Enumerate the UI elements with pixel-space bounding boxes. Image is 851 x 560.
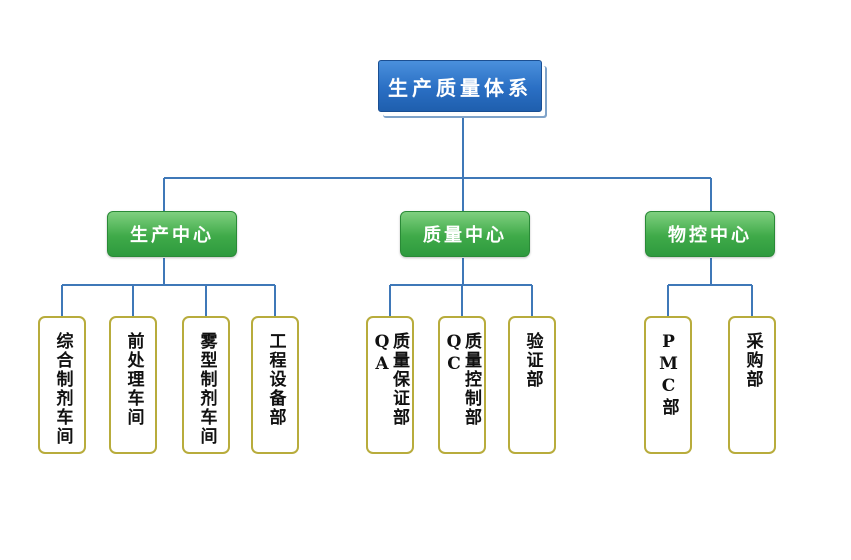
center-label: 生产中心 <box>130 225 214 246</box>
root-label: 生产质量体系 <box>388 75 532 100</box>
dept-label: 质量控制部QC <box>444 332 481 427</box>
dept-box: 质量控制部QC <box>438 316 486 454</box>
center-node-quality: 质量中心 <box>400 211 530 257</box>
dept-box: 综合制剂车间 <box>38 316 86 454</box>
dept-label: 采购部 <box>742 332 763 389</box>
center-label: 质量中心 <box>423 225 507 246</box>
dept-label: PMC部 <box>658 332 679 417</box>
dept-box: 雾型制剂车间 <box>182 316 230 454</box>
dept-label: 雾型制剂车间 <box>196 332 217 446</box>
dept-box: 前处理车间 <box>109 316 157 454</box>
dept-label: 验证部 <box>522 332 543 389</box>
dept-label: 质量保证部QA <box>372 332 409 427</box>
center-node-production: 生产中心 <box>107 211 237 257</box>
dept-box: 采购部 <box>728 316 776 454</box>
root-node: 生产质量体系 <box>378 60 542 112</box>
dept-box: 质量保证部QA <box>366 316 414 454</box>
center-node-material-control: 物控中心 <box>645 211 775 257</box>
dept-label: 综合制剂车间 <box>52 332 73 446</box>
dept-box: 验证部 <box>508 316 556 454</box>
dept-label: 前处理车间 <box>123 332 144 427</box>
dept-box: PMC部 <box>644 316 692 454</box>
dept-label: 工程设备部 <box>265 332 286 427</box>
dept-box: 工程设备部 <box>251 316 299 454</box>
center-label: 物控中心 <box>668 225 752 246</box>
